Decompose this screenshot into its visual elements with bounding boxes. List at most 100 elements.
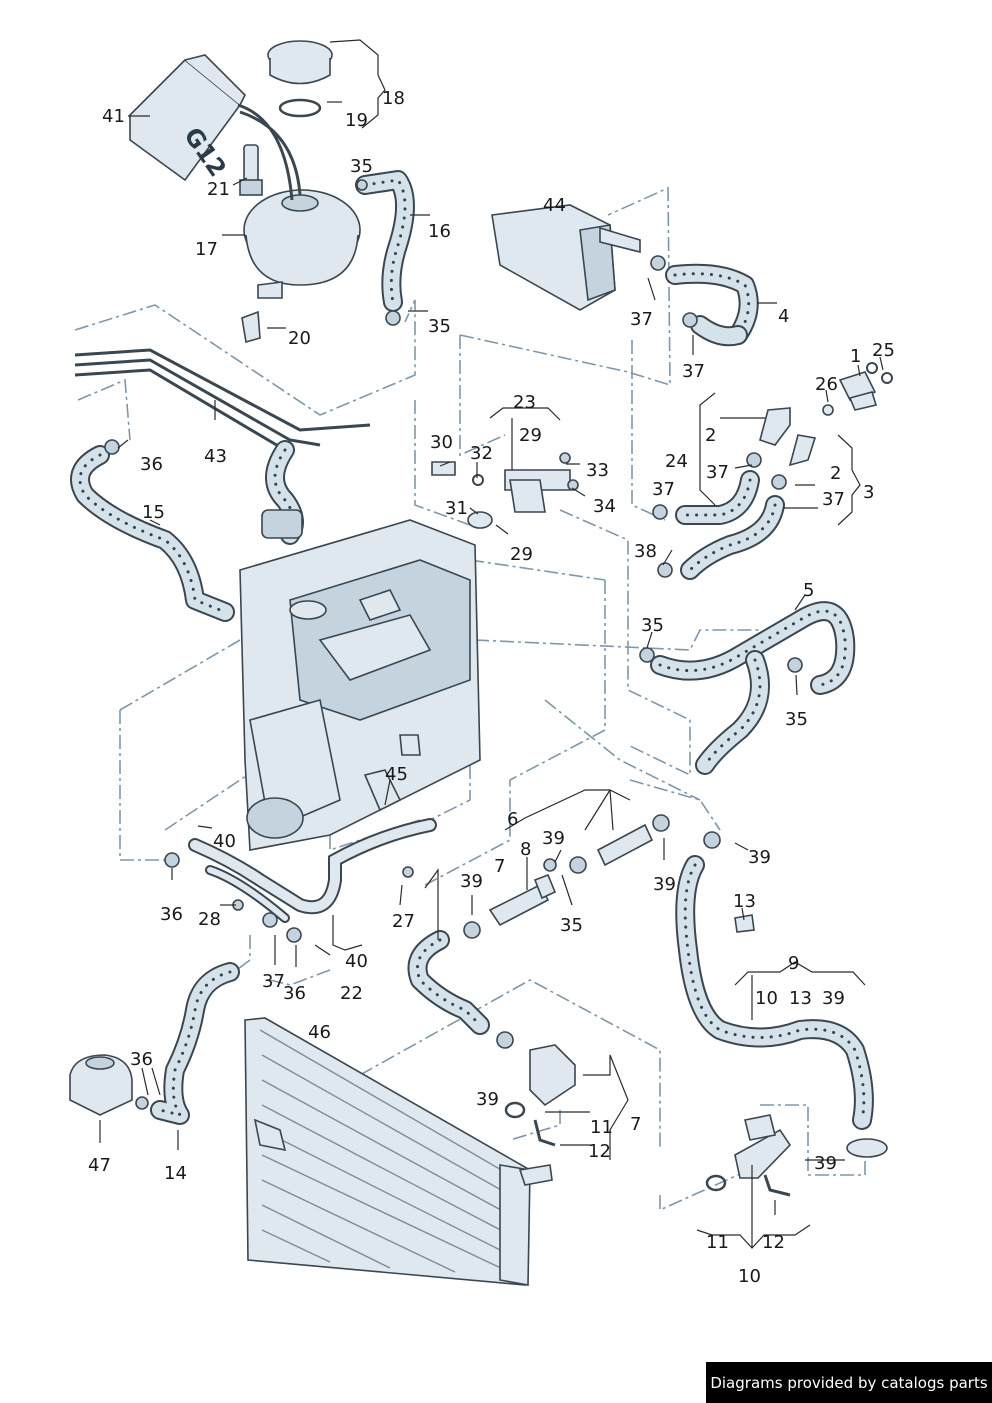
hose-7	[407, 930, 576, 1147]
callout-5: 5	[803, 580, 814, 601]
callout-36: 36	[160, 904, 183, 925]
callout-20: 20	[288, 328, 311, 349]
callout-31: 31	[445, 498, 468, 519]
callout-38: 38	[634, 541, 657, 562]
bottle-tubes	[237, 103, 302, 201]
coolant-additive-bottle: G12	[129, 54, 246, 182]
connector-10	[705, 1114, 792, 1197]
callout-22: 22	[340, 983, 363, 1004]
hose-14	[150, 962, 240, 1125]
callout-41: 41	[102, 106, 125, 127]
callout-39: 39	[822, 988, 845, 1009]
callout-19: 19	[345, 110, 368, 131]
t-piece-29	[431, 461, 571, 529]
callout-37: 37	[630, 309, 653, 330]
callout-12: 12	[588, 1141, 611, 1162]
callout-39: 39	[460, 871, 483, 892]
callout-36: 36	[130, 1049, 153, 1070]
callout-17: 17	[195, 239, 218, 260]
callout-numbers: 1 25 26 2 2 3 4 5 6 7 7 8 9 10 10 11 11 …	[88, 88, 895, 1287]
pipe-bundle-43	[74, 348, 371, 545]
callout-7: 7	[630, 1114, 641, 1135]
hose-5	[650, 601, 856, 775]
callout-18: 18	[382, 88, 405, 109]
callout-35: 35	[428, 316, 451, 337]
temperature-sender	[239, 144, 263, 196]
callout-15: 15	[142, 502, 165, 523]
callout-8: 8	[520, 839, 531, 860]
callout-40: 40	[345, 951, 368, 972]
callout-27: 27	[392, 911, 415, 932]
callout-36: 36	[140, 454, 163, 475]
credit-banner: Diagrams provided by catalogs parts	[706, 1362, 992, 1403]
callout-28: 28	[198, 909, 221, 930]
callout-10: 10	[755, 988, 778, 1009]
reservoir-47	[69, 1054, 133, 1116]
hose-16	[355, 170, 415, 312]
leader-lines	[99, 39, 884, 1249]
hoses-2-3	[675, 407, 817, 580]
callout-13: 13	[733, 891, 756, 912]
callout-26: 26	[815, 374, 838, 395]
callout-3: 3	[863, 482, 874, 503]
callout-29: 29	[510, 544, 533, 565]
callout-33: 33	[586, 460, 609, 481]
callout-39: 39	[814, 1153, 837, 1174]
assembly-guide-lines	[74, 186, 866, 1212]
callout-37: 37	[706, 462, 729, 483]
coolant-pipe-22	[188, 818, 437, 923]
cap-seal-ring	[278, 98, 322, 118]
callout-32: 32	[470, 443, 493, 464]
callout-1: 1	[850, 346, 861, 367]
callout-37: 37	[822, 489, 845, 510]
callout-11: 11	[590, 1117, 613, 1138]
callout-11: 11	[706, 1232, 729, 1253]
callout-43: 43	[204, 446, 227, 467]
callout-10: 10	[738, 1266, 761, 1287]
callout-30: 30	[430, 432, 453, 453]
hose-15	[70, 445, 235, 622]
callout-35: 35	[785, 709, 808, 730]
callout-35: 35	[560, 915, 583, 936]
callout-23: 23	[513, 392, 536, 413]
callout-14: 14	[164, 1163, 187, 1184]
callout-35: 35	[350, 156, 373, 177]
callout-40: 40	[213, 831, 236, 852]
radiator-46	[244, 1017, 553, 1286]
callout-47: 47	[88, 1155, 111, 1176]
callout-25: 25	[872, 340, 895, 361]
callout-34: 34	[593, 496, 616, 517]
connection-piece-1	[822, 362, 893, 416]
hose-9	[675, 855, 888, 1158]
callout-39: 39	[653, 874, 676, 895]
hose-4	[665, 263, 759, 347]
callout-39: 39	[748, 847, 771, 868]
callout-46: 46	[308, 1022, 331, 1043]
retaining-clip	[241, 310, 261, 344]
callout-4: 4	[778, 306, 789, 327]
callout-29: 29	[519, 425, 542, 446]
coolant-flange-44	[491, 204, 641, 311]
hose-clamps	[104, 179, 803, 1110]
hose-6-8	[488, 823, 654, 927]
callout-16: 16	[428, 221, 451, 242]
callout-39: 39	[542, 828, 565, 849]
filler-cap[interactable]	[267, 40, 333, 85]
callout-37: 37	[652, 479, 675, 500]
callout-36: 36	[283, 983, 306, 1004]
callout-37: 37	[262, 971, 285, 992]
callout-13: 13	[789, 988, 812, 1009]
callout-45: 45	[385, 764, 408, 785]
callout-21: 21	[207, 179, 230, 200]
callout-37: 37	[682, 361, 705, 382]
callout-12: 12	[762, 1232, 785, 1253]
callout-35: 35	[641, 615, 664, 636]
engine-block	[239, 519, 481, 851]
callout-9: 9	[788, 953, 799, 974]
callout-39: 39	[476, 1089, 499, 1110]
callout-24: 24	[665, 451, 688, 472]
coolant-expansion-tank	[243, 189, 361, 299]
callout-7: 7	[494, 856, 505, 877]
callout-44: 44	[543, 195, 566, 216]
